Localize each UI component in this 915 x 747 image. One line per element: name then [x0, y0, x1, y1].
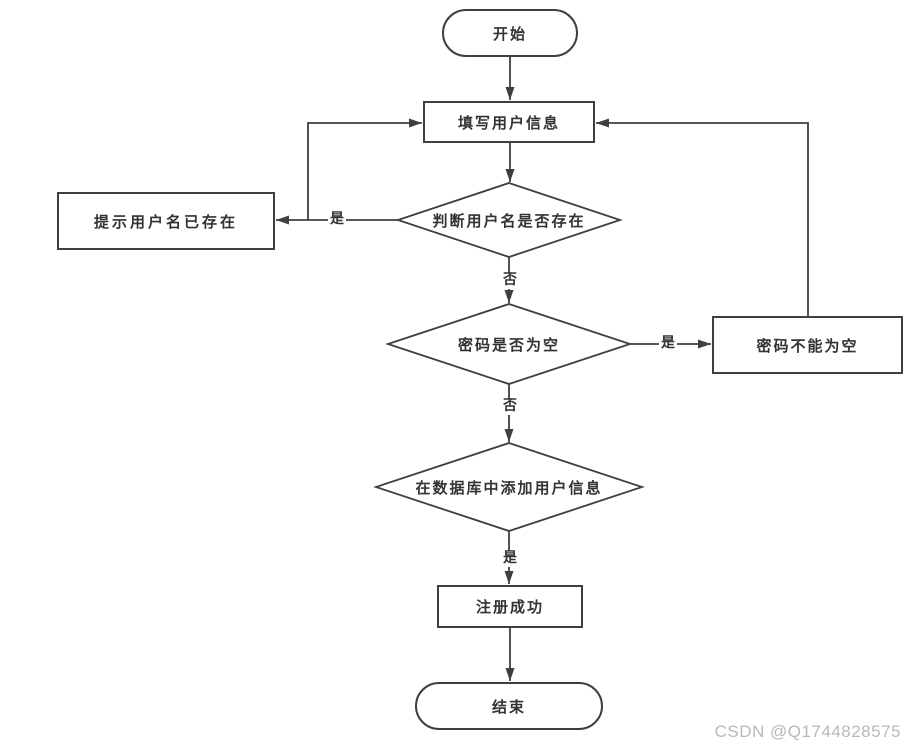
diamond-shape [385, 303, 633, 385]
edge-label-username-yes: 是 [328, 212, 346, 228]
node-check-username-exists: 判断用户名是否存在 [395, 182, 623, 258]
diamond-shape [373, 442, 645, 532]
node-add-user-info-to-database: 在数据库中添加用户信息 [373, 442, 645, 532]
node-password-cannot-be-empty: 密码不能为空 [712, 316, 903, 374]
csdn-watermark: CSDN @Q1744828575 [714, 722, 901, 741]
edge-password-loop-to-fill [596, 118, 809, 316]
diamond-shape [395, 182, 623, 258]
node-start: 开始 [442, 9, 578, 57]
decision-label: 判断用户名是否存在 [432, 213, 586, 230]
edge-label-add-user-yes: 是 [501, 551, 519, 567]
decision-label: 密码是否为空 [457, 337, 560, 354]
node-prompt-username-exists: 提示用户名已存在 [57, 192, 275, 250]
node-fill-user-info: 填写用户信息 [423, 101, 595, 143]
edge-prompt-loop-to-fill [307, 118, 422, 220]
edge-label-password-no: 否 [501, 399, 519, 415]
node-register-success: 注册成功 [437, 585, 583, 628]
node-check-password-empty: 密码是否为空 [385, 303, 633, 385]
decision-label: 在数据库中添加用户信息 [415, 480, 603, 497]
node-end: 结束 [415, 682, 603, 730]
edge-label-password-yes: 是 [659, 336, 677, 352]
edge-label-username-no: 否 [501, 273, 519, 289]
